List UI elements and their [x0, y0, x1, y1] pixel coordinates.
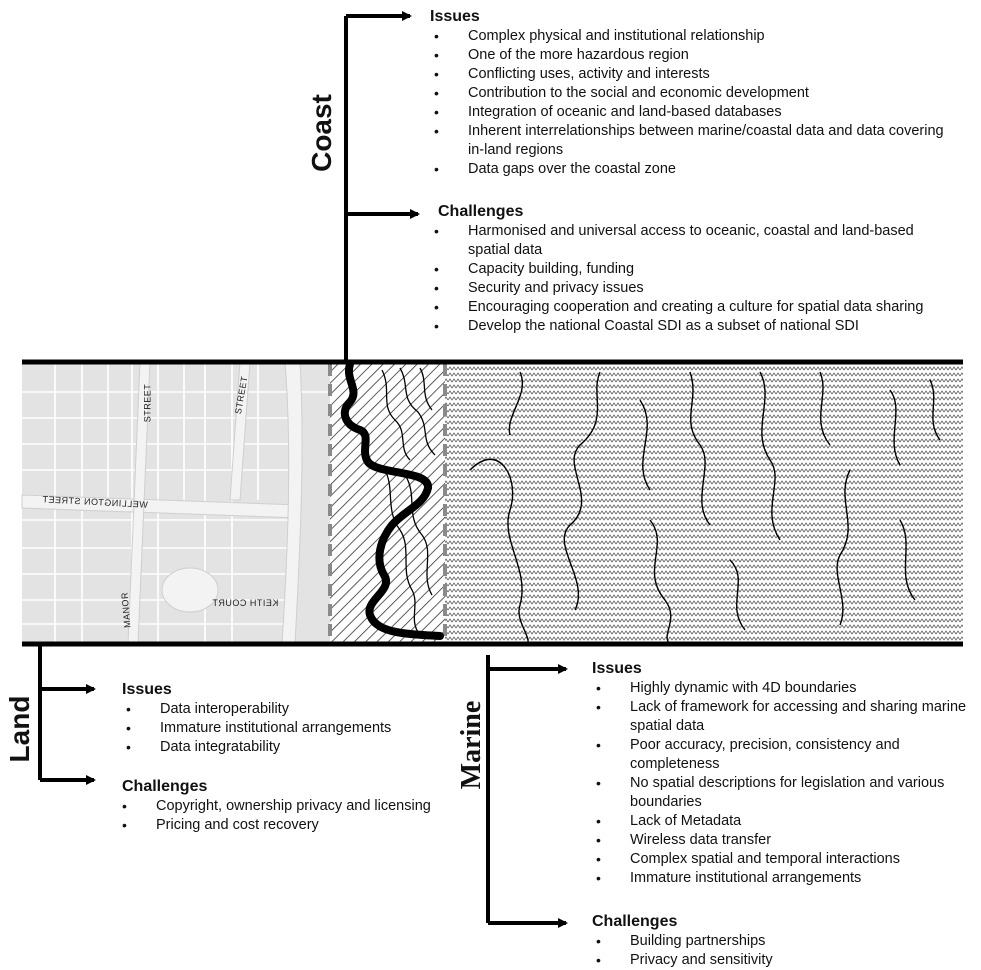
map-band — [21, 359, 963, 647]
list-item: Capacity building, funding — [430, 260, 938, 279]
list-item: Pricing and cost recovery — [118, 816, 472, 835]
coast-challenges-list: Harmonised and universal access to ocean… — [430, 222, 938, 336]
list-item: Highly dynamic with 4D boundaries — [592, 679, 977, 698]
list-item: Complex physical and institutional relat… — [430, 27, 950, 46]
list-item: Complex spatial and temporal interaction… — [592, 850, 977, 869]
list-item: Wireless data transfer — [592, 831, 977, 850]
land-challenges-title: Challenges — [122, 778, 208, 795]
list-item: Building partnerships — [592, 932, 977, 951]
list-item: Encouraging cooperation and creating a c… — [430, 298, 938, 317]
map-label-keith: KEITH COURT — [212, 598, 279, 608]
coast-connectors — [344, 11, 420, 362]
coast-challenges-block: Challenges Harmonised and universal acce… — [434, 202, 938, 336]
marine-zone — [445, 362, 963, 644]
coastline — [340, 360, 444, 640]
list-item: Data interoperability — [122, 700, 452, 719]
list-item: Immature institutional arrangements — [122, 719, 452, 738]
coast-issues-list: Complex physical and institutional relat… — [430, 27, 950, 179]
coastal-contours — [381, 367, 436, 636]
marine-challenges-list: Building partnerships Privacy and sensit… — [592, 932, 977, 970]
list-item: Data integratability — [122, 738, 452, 757]
list-item: Poor accuracy, precision, consistency an… — [592, 736, 977, 774]
list-item: Privacy and sensitivity — [592, 951, 977, 970]
list-item: Harmonised and universal access to ocean… — [430, 222, 938, 260]
coast-issues-block: Issues Complex physical and institutiona… — [430, 7, 950, 179]
marine-issues-block: Issues Highly dynamic with 4D boundaries… — [592, 659, 977, 888]
land-issues-list: Data interoperability Immature instituti… — [122, 700, 452, 757]
marine-issues-title: Issues — [592, 660, 642, 677]
list-item: Copyright, ownership privacy and licensi… — [118, 797, 472, 816]
marine-connectors — [486, 655, 568, 928]
list-item: Conflicting uses, activity and interests — [430, 65, 950, 84]
map-label-street-1: STREET — [142, 383, 153, 423]
marine-contours — [469, 371, 941, 645]
list-item: Integration of oceanic and land-based da… — [430, 103, 950, 122]
list-item: One of the more hazardous region — [430, 46, 950, 65]
marine-challenges-title: Challenges — [592, 913, 678, 930]
list-item: Immature institutional arrangements — [592, 869, 977, 888]
list-item: Security and privacy issues — [430, 279, 938, 298]
list-item: No spatial descriptions for legislation … — [592, 774, 977, 812]
coast-issues-title: Issues — [430, 8, 480, 25]
land-connectors — [38, 644, 96, 785]
list-item: Develop the national Coastal SDI as a su… — [430, 317, 938, 336]
land-challenges-block: Challenges Copyright, ownership privacy … — [122, 777, 472, 835]
land-issues-block: Issues Data interoperability Immature in… — [122, 680, 452, 757]
marine-challenges-block: Challenges Building partnerships Privacy… — [592, 912, 977, 970]
land-challenges-list: Copyright, ownership privacy and licensi… — [118, 797, 472, 835]
coast-label: Coast — [306, 94, 337, 172]
coast-challenges-title: Challenges — [438, 203, 524, 220]
marine-issues-list: Highly dynamic with 4D boundaries Lack o… — [592, 679, 977, 888]
list-item: Lack of Metadata — [592, 812, 977, 831]
list-item: Contribution to the social and economic … — [430, 84, 950, 103]
list-item: Inherent interrelationships between mari… — [430, 122, 950, 160]
coastal-zone-boundaries — [328, 364, 447, 642]
list-item: Data gaps over the coastal zone — [430, 160, 950, 179]
land-issues-title: Issues — [122, 681, 172, 698]
land-label: Land — [4, 695, 35, 763]
list-item: Lack of framework for accessing and shar… — [592, 698, 977, 736]
